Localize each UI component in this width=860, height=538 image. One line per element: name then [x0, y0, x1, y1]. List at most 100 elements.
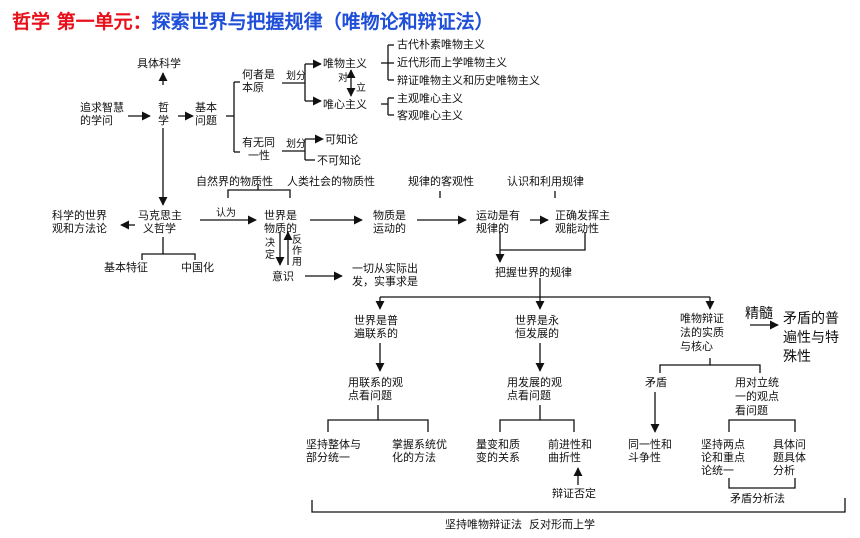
line-zhengque-to-bawo — [500, 232, 586, 251]
node-lianxi-line2: 点看问题 — [348, 388, 392, 402]
label-fanzuo-3: 用 — [292, 257, 302, 268]
line-to-zhongguo — [163, 253, 196, 260]
node-bianzheng-fouding: 辩证否定 — [552, 486, 596, 500]
label-jingsui: 精髓 — [745, 306, 773, 322]
node-weiwubz-line3: 与核心 — [680, 339, 713, 353]
node-maodun-pubian-line2: 遍性与特 — [783, 330, 839, 346]
page-title: 哲学 第一单元：探索世界与把握规律（唯物论和辩证法） — [12, 7, 494, 34]
node-maodun: 矛盾 — [645, 376, 667, 389]
node-maodun-fenxi: 矛盾分析法 — [730, 491, 785, 505]
node-xitong-line1: 掌握系统优 — [392, 437, 447, 451]
title-main: 探索世界与把握规律（唯物论和辩证法） — [151, 11, 494, 33]
labels: 具体科学 追求智慧 的学问 哲 学 基本 问题 何者是 本原 划分 唯物主义 唯… — [52, 37, 839, 531]
node-gudai: 古代朴素唯物主义 — [397, 37, 485, 51]
node-guilv-keguan: 规律的客观性 — [408, 174, 474, 188]
label-huafen-1: 划分 — [286, 69, 306, 82]
node-maodun-pubian-line1: 矛盾的普 — [783, 311, 839, 327]
line-to-maodun — [659, 358, 711, 373]
node-yishi: 意识 — [272, 269, 294, 283]
node-liangdian-line3: 论统一 — [701, 463, 734, 477]
node-juti-line1: 具体问 — [773, 437, 806, 451]
node-bawo: 把握世界的规律 — [495, 265, 572, 279]
node-pubian-line2: 遍联系的 — [354, 326, 398, 340]
node-yongheng-line2: 恒发展的 — [515, 326, 559, 340]
node-lianxi-line1: 用联系的观 — [348, 375, 403, 389]
line-to-zhengti — [327, 405, 379, 432]
node-weixin: 唯心主义 — [323, 98, 367, 111]
line-to-liangbian — [499, 405, 541, 432]
node-kexue-line2: 观和方法论 — [52, 221, 107, 235]
node-zhengti-line1: 坚持整体与 — [306, 437, 361, 451]
node-youwu-line1: 有无同 — [242, 135, 275, 149]
node-duili-tongyi-line3: 看问题 — [735, 403, 768, 417]
node-renlei: 人类社会的物质性 — [287, 174, 375, 188]
node-yiqie-line1: 一切从实际出 — [352, 261, 418, 275]
node-jutikexue: 具体科学 — [137, 56, 181, 70]
node-liangdian-line2: 论和重点 — [701, 450, 745, 464]
node-fazhan-line1: 用发展的观 — [507, 375, 562, 389]
node-bottom-summary: 坚持唯物辩证法 反对形而上学 — [445, 517, 595, 531]
label-jueding-1: 决 — [265, 237, 275, 249]
node-juti-line2: 题具体 — [773, 450, 806, 464]
node-renshi-liyong: 认识和利用规律 — [507, 174, 584, 188]
label-jueding-2: 定 — [265, 248, 275, 261]
line-to-liangdian — [728, 419, 756, 432]
node-jiben-line1: 基本 — [195, 100, 217, 114]
node-kezhi: 可知论 — [325, 132, 358, 146]
node-wuzhi-line2: 运动的 — [373, 221, 406, 235]
node-hezhe-line2: 本原 — [242, 80, 264, 94]
node-tongyi-line1: 同一性和 — [628, 437, 672, 451]
node-yiqie-line2: 发，实事求是 — [352, 274, 418, 288]
node-liangbian-line2: 变的关系 — [476, 450, 520, 464]
node-liangbian-line1: 量变和质 — [476, 437, 520, 451]
node-makesi-line2: 义哲学 — [143, 221, 176, 235]
node-tongyi-line2: 斗争性 — [628, 450, 661, 464]
node-yundong-line2: 规律的 — [476, 221, 509, 235]
node-fazhan-line2: 点看问题 — [507, 388, 551, 402]
node-shijie-line1: 世界是 — [264, 209, 297, 222]
node-kexue-line1: 科学的世界 — [52, 208, 107, 222]
bracket-fenxi — [728, 478, 796, 489]
node-zhuguan: 主观唯心主义 — [397, 92, 463, 105]
node-bukezhi: 不可知论 — [317, 153, 361, 167]
label-renwei: 认为 — [216, 206, 236, 219]
node-juti-line3: 分析 — [773, 463, 795, 477]
bracket-bottom — [311, 498, 846, 513]
node-jiben-line2: 问题 — [195, 114, 217, 127]
node-ziran: 自然界的物质性 — [196, 174, 273, 188]
node-zhexue-line1: 哲 — [158, 101, 169, 114]
line-to-qianjin — [540, 419, 575, 432]
node-zhengque-line1: 正确发挥主 — [555, 208, 610, 222]
label-huafen-2: 划分 — [286, 137, 306, 150]
node-shijie-line2: 物质的 — [264, 221, 297, 235]
node-qianjin-line2: 曲折性 — [548, 450, 581, 464]
node-bianzheng: 辩证唯物主义和历史唯物主义 — [397, 73, 540, 87]
node-jindai: 近代形而上学唯物主义 — [397, 55, 507, 69]
node-yongheng-line1: 世界是永 — [515, 313, 559, 327]
label-duili-1: 对 — [338, 71, 348, 84]
node-weiwubz-line2: 法的实质 — [680, 325, 724, 339]
node-zhengque-line2: 观能动性 — [555, 221, 599, 235]
node-xitong-line2: 化的方法 — [392, 450, 436, 464]
node-youwu-line2: 一性 — [248, 148, 270, 162]
node-hezhe-line1: 何者是 — [242, 68, 275, 81]
node-yundong-line1: 运动是有 — [476, 208, 520, 222]
label-duili-2: 立 — [356, 81, 366, 94]
label-fanzuo-1: 反 — [292, 234, 302, 246]
node-zhengti-line2: 部分统一 — [306, 450, 350, 464]
node-pubian-line1: 世界是普 — [354, 313, 398, 327]
node-zhuiqiu-line2: 的学问 — [80, 113, 113, 127]
node-weiwubz-line1: 唯物辩证 — [680, 311, 724, 325]
bracket-ziran — [227, 189, 291, 198]
node-zhongguo: 中国化 — [181, 260, 214, 274]
label-fanzuo-2: 作 — [292, 245, 302, 257]
connectors — [120, 44, 846, 513]
node-wuzhi-line1: 物质是 — [373, 208, 406, 222]
node-zhexue-line2: 学 — [158, 113, 169, 127]
line-to-duili-tongyi — [710, 364, 761, 373]
node-duili-tongyi-line2: 一的观点 — [735, 389, 779, 403]
title-prefix: 哲学 第一单元： — [12, 11, 152, 33]
line-to-juti — [756, 419, 796, 432]
